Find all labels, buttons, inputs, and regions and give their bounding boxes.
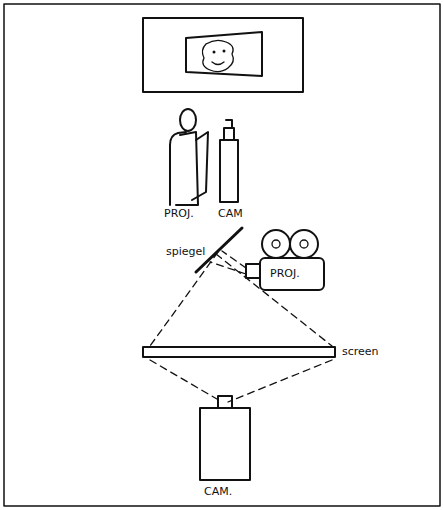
person bbox=[170, 132, 186, 205]
camera-lens bbox=[224, 128, 234, 140]
part-label: screen bbox=[342, 346, 379, 358]
reel-hub bbox=[300, 240, 308, 248]
part-label: PROJ. bbox=[270, 268, 300, 280]
part-label: CAM bbox=[218, 208, 243, 220]
eye bbox=[213, 51, 216, 54]
camera-body bbox=[220, 140, 238, 202]
camera-top bbox=[226, 120, 232, 128]
eye bbox=[223, 50, 226, 53]
part-label: spiegel bbox=[166, 246, 205, 258]
camera-body bbox=[200, 408, 250, 480]
person-head bbox=[180, 109, 196, 131]
reel bbox=[290, 230, 318, 258]
reel-hub bbox=[272, 240, 280, 248]
screen-plate bbox=[143, 347, 335, 357]
part-label: CAM. bbox=[204, 486, 232, 498]
wall-screen bbox=[143, 18, 303, 92]
mouth bbox=[212, 62, 224, 65]
reel bbox=[262, 230, 290, 258]
face bbox=[202, 40, 233, 71]
frame bbox=[4, 4, 440, 506]
projector-side bbox=[192, 132, 208, 200]
light-beams bbox=[150, 251, 332, 402]
part-label: PROJ. bbox=[164, 208, 194, 220]
person-body bbox=[176, 132, 198, 205]
camera-lens bbox=[218, 396, 232, 408]
projector-body bbox=[260, 258, 324, 290]
projected-image bbox=[186, 32, 262, 76]
projector-lens bbox=[246, 264, 260, 278]
